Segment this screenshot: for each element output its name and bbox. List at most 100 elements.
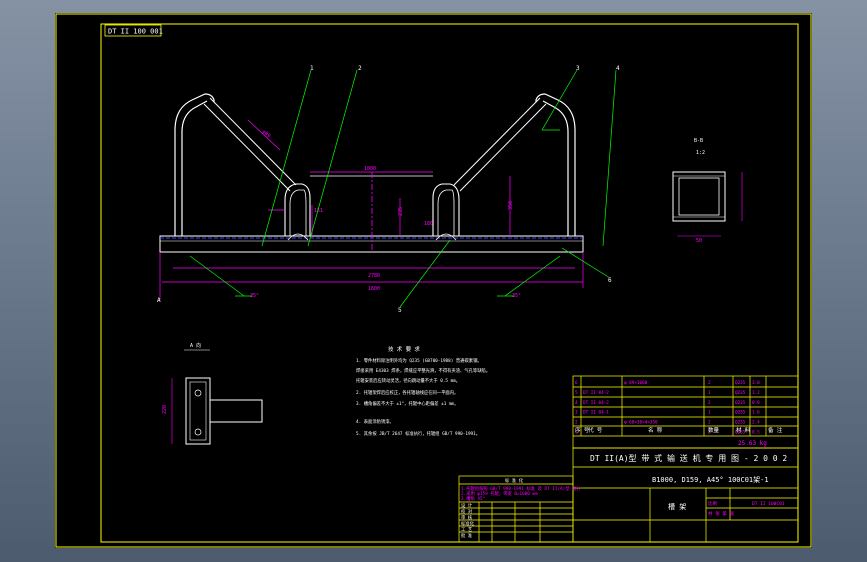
revision-cell: 工 艺 [461, 527, 472, 533]
note-item: 托辊安装后应转动灵活，径向跳动量不大于 0.5 mm。 [356, 377, 460, 384]
parts-cell-material: Q235 [735, 420, 746, 426]
revision-line: 2.采用 φ159 托辊，带宽 B=1000 mm [461, 490, 538, 497]
parts-cell-name: φ 89×1000 [624, 380, 648, 386]
revision-cell: 批 准 [461, 532, 473, 539]
parts-header-no: 序 号 [575, 426, 590, 434]
notes-heading: 技 术 要 求 [388, 345, 420, 353]
parts-cell-weight: 3.0 [752, 380, 760, 386]
parts-cell-weight: 8.5 [752, 430, 760, 436]
revision-heading: 标 准 化 [505, 477, 524, 484]
total-weight: 25.63 kg [738, 440, 767, 447]
wing-roller-left-top [209, 97, 297, 186]
right-frame-outer [535, 93, 576, 236]
revision-cell: 校 对 [461, 508, 473, 515]
revision-line: 1.托辊组按照 GB/T 990-1991 标准 及 DT II(A)型 设计 [461, 485, 581, 492]
dimensions [159, 119, 584, 300]
parts-cell-qty: 2 [708, 420, 711, 426]
parts-cell-qty: 2 [708, 400, 711, 406]
drawing-number: DT II 100C01 [752, 501, 785, 507]
note-item: 2. 托辊架焊后应校正，各托辊轴线应在同一平面内。 [356, 389, 458, 396]
dim-tube-width: 50 [696, 238, 702, 244]
parts-cell-weight: 1.2 [752, 390, 760, 396]
title-tag: DT II 100 001 [108, 28, 163, 36]
view-a-tube [209, 399, 263, 423]
parts-cell-material: Q235 [735, 390, 746, 396]
drawing-sheet [55, 13, 812, 548]
revision-line: 3.槽角 45° [461, 495, 485, 502]
note-item: 1. 零件材料除注明外均为 Q235 (GB700-1988) 普通碳素钢。 [356, 357, 482, 364]
parts-cell-material: Q235 [735, 410, 746, 416]
parts-cell-qty: 1 [708, 390, 711, 396]
dim-overall-length: 1600 [368, 286, 380, 292]
arrow-a-label: A [157, 297, 161, 304]
sheet-label: 共 张 第 张 [708, 510, 735, 517]
dim-top-width: 1000 [364, 166, 376, 172]
dim-height-a: 235 [398, 207, 404, 216]
title-tag-box [104, 24, 162, 37]
parts-cell-no: 4 [575, 400, 578, 406]
parts-cell-weight: 1.6 [752, 410, 760, 416]
sub-title: B1000, D159, A45° 100C01架-1 [652, 476, 769, 484]
parts-cell-no: 1 [575, 430, 578, 436]
dim-height-b: 350 [508, 201, 514, 210]
parts-cell-no: 3 [575, 410, 578, 416]
parts-cell-qty: 2 [708, 380, 711, 386]
view-a-hole-bottom [194, 428, 202, 436]
callout-1: 1 [310, 65, 314, 72]
revision-cell: 审 核 [461, 514, 473, 521]
front-view [159, 93, 584, 253]
revision-block [458, 475, 574, 543]
left-frame-outer [174, 93, 215, 236]
parts-cell-name: φ 60×30×4×350 [624, 420, 658, 426]
parts-cell-weight: 0.8 [752, 400, 760, 406]
left-bracket [284, 183, 311, 236]
callout-3: 3 [576, 65, 580, 72]
view-a: A 向 220 [162, 342, 263, 445]
callout-4: 4 [616, 65, 620, 72]
dim-pipe: φ89 [261, 129, 272, 139]
note-item: 5. 其余按 JB/T 2647 标准执行，托辊组 GB/T 990-1991。 [356, 430, 480, 437]
parts-header-name: 名 称 [648, 426, 663, 434]
dim-angle-b: 35° [512, 293, 521, 299]
dim-angle-a: 35° [250, 293, 259, 299]
section-bb-label: B-B [694, 138, 703, 144]
dim-side-a: 151 [314, 208, 323, 214]
parts-cell-material: Q235 [735, 400, 746, 406]
parts-cell-material: Q235 [735, 430, 746, 436]
dim-side-b: 180 [424, 221, 433, 227]
title-block [572, 447, 799, 543]
right-frame-inner [542, 100, 569, 236]
drawing-name: 槽 架 [668, 502, 686, 511]
technical-notes: 技 术 要 求 1. 零件材料除注明外均为 Q235 (GB700-1988) … [356, 345, 490, 437]
note-item: 4. 表面涂防锈漆。 [356, 418, 394, 425]
wing-roller-left-bottom [203, 103, 291, 192]
section-bb-scale: 1:2 [696, 150, 705, 156]
section-tube-outer [672, 171, 726, 222]
left-frame-inner [181, 100, 208, 236]
view-a-label: A 向 [190, 342, 201, 349]
parts-cell-code: DT II 04-2 [583, 390, 609, 396]
leaders [189, 69, 617, 308]
revision-cell: 设 计 [461, 502, 473, 509]
wing-roller-right-bottom [459, 103, 547, 192]
parts-cell-code: DT II 04-1 [583, 410, 609, 416]
parts-header-material: 材 料 [736, 426, 751, 434]
parts-cell-no: 2 [575, 420, 578, 426]
parts-cell-no: 5 [575, 390, 578, 396]
note-item: 焊接采用 E4303 焊条，焊缝应平整光滑，不得有夹渣、气孔等缺陷。 [356, 367, 490, 374]
revision-cell: 标准化 [461, 520, 475, 527]
view-a-hole-top [194, 389, 202, 397]
base-channel [159, 235, 584, 253]
main-title: DT II(A)型 带 式 输 送 机 专 用 图 - 2 0 0 2 [590, 453, 787, 463]
parts-header-code: 代 号 [588, 426, 603, 434]
note-item: 3. 槽角偏差不大于 ±1°，托辊中心距偏差 ±1 mm。 [356, 400, 458, 407]
inner-frame [100, 23, 799, 543]
parts-cell-material: Q235 [735, 380, 746, 386]
parts-cell-qty: 1 [708, 410, 711, 416]
section-tube-inner [678, 177, 720, 216]
parts-cell-no: 6 [575, 380, 578, 386]
callout-6: 6 [608, 277, 612, 284]
